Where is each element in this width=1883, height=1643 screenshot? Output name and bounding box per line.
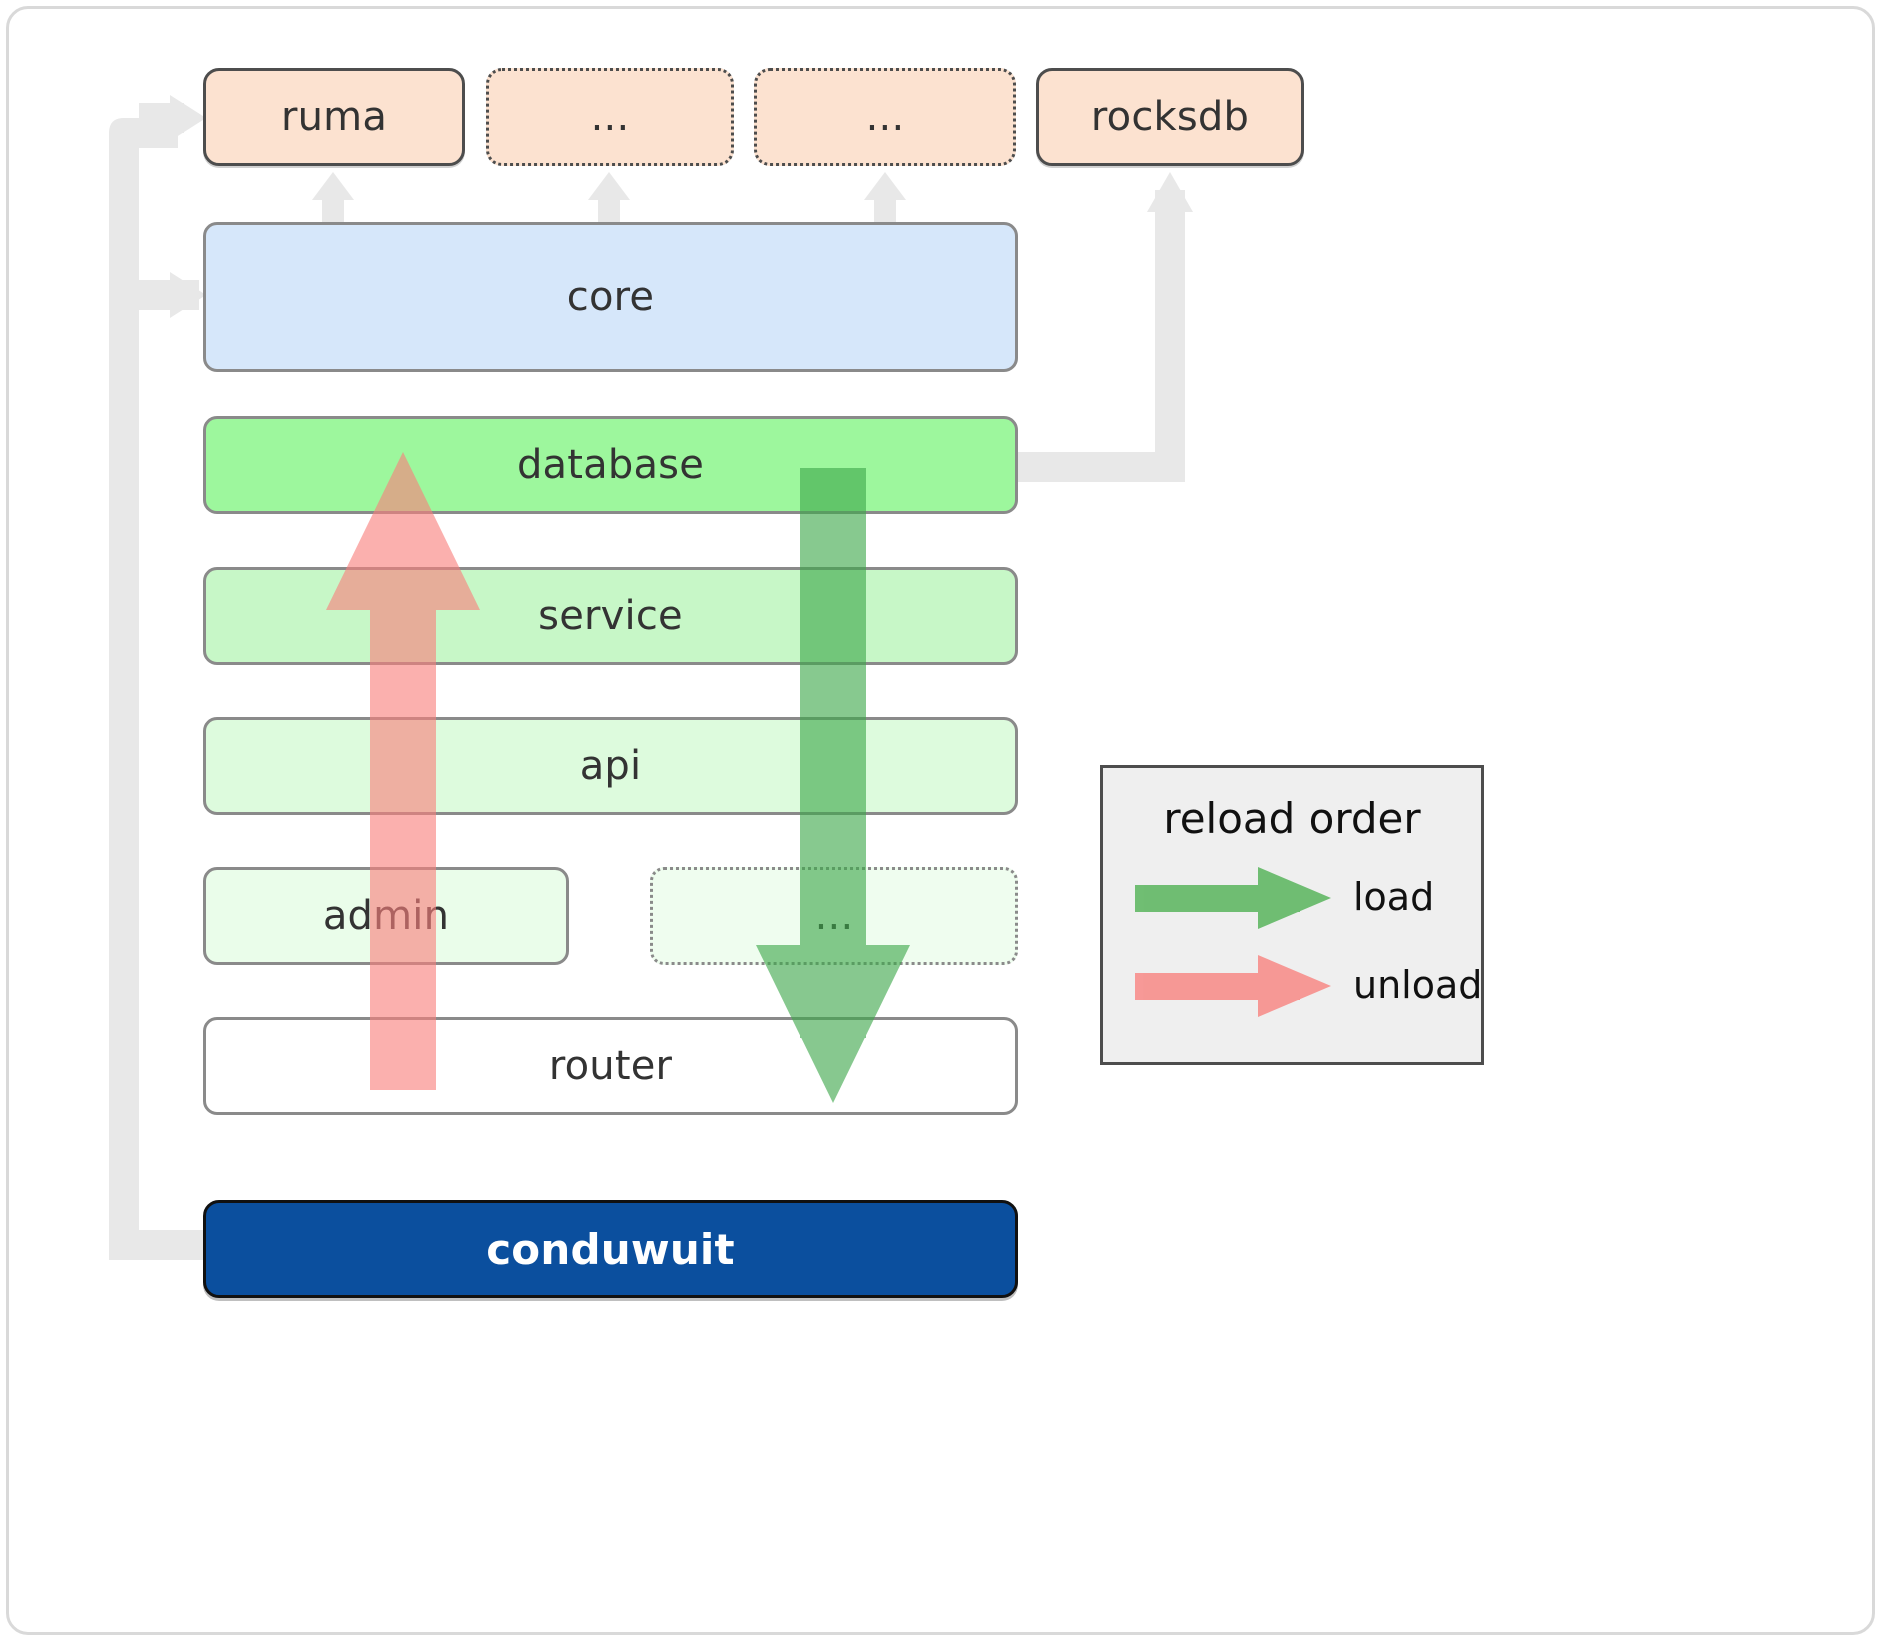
arrow-core-to-ext-more-1 — [588, 172, 630, 226]
unload-flow-arrow — [326, 452, 480, 1090]
legend-label-load: load — [1353, 875, 1435, 919]
legend-arrow-layer — [1135, 867, 1331, 1017]
external-node-rocksdb[interactable]: rocksdb — [1036, 68, 1304, 166]
layer-node-core-label: core — [566, 274, 655, 320]
legend-box: reload order load unload — [1100, 765, 1484, 1065]
left-connector-group — [109, 95, 219, 1260]
external-node-ext-more-1[interactable]: ... — [486, 68, 734, 166]
external-node-ext-more-2[interactable]: ... — [754, 68, 1016, 166]
legend-load-arrow — [1135, 867, 1331, 929]
external-node-ruma-label: ruma — [280, 94, 388, 140]
external-node-ext-more-1-label: ... — [590, 94, 630, 140]
external-node-ext-more-2-label: ... — [865, 94, 905, 140]
right-connector-path — [1018, 205, 1185, 482]
layer-node-core[interactable]: core — [203, 222, 1018, 372]
external-node-ruma[interactable]: ruma — [203, 68, 465, 166]
legend-title: reload order — [1163, 794, 1421, 843]
app-node-conduwuit-label: conduwuit — [486, 1224, 735, 1274]
layer-node-router[interactable]: router — [203, 1017, 1018, 1115]
layer-node-service-label: service — [538, 593, 683, 639]
layer-node-database-label: database — [516, 442, 705, 488]
load-arrow-shaft — [800, 468, 866, 1038]
load-flow-arrow — [756, 468, 910, 1103]
layer-node-api[interactable]: api — [203, 717, 1018, 815]
layer-node-database[interactable]: database — [203, 416, 1018, 514]
arrow-core-to-ruma — [312, 172, 354, 226]
legend-unload-arrow — [1135, 955, 1331, 1017]
right-connector-group — [1018, 172, 1193, 482]
left-trunk-path — [109, 118, 178, 1260]
app-node-conduwuit[interactable]: conduwuit — [203, 1200, 1018, 1298]
arrowhead-rocksdb — [1147, 172, 1193, 212]
layer-node-api-label: api — [579, 743, 642, 789]
unload-arrow-head — [326, 452, 480, 610]
layer-node-router-label: router — [548, 1043, 673, 1089]
legend-label-unload: unload — [1353, 963, 1483, 1007]
left-stub-to-app — [109, 1230, 219, 1260]
unload-arrow-shaft — [370, 530, 436, 1090]
load-arrow-head — [756, 945, 910, 1103]
layer-node-service[interactable]: service — [203, 567, 1018, 665]
arrowhead-ruma — [170, 95, 206, 141]
arrowhead-core — [170, 272, 206, 318]
arrow-core-to-ext-more-2 — [864, 172, 906, 226]
core-to-external-arrows — [312, 172, 906, 226]
external-node-rocksdb-label: rocksdb — [1090, 94, 1250, 140]
